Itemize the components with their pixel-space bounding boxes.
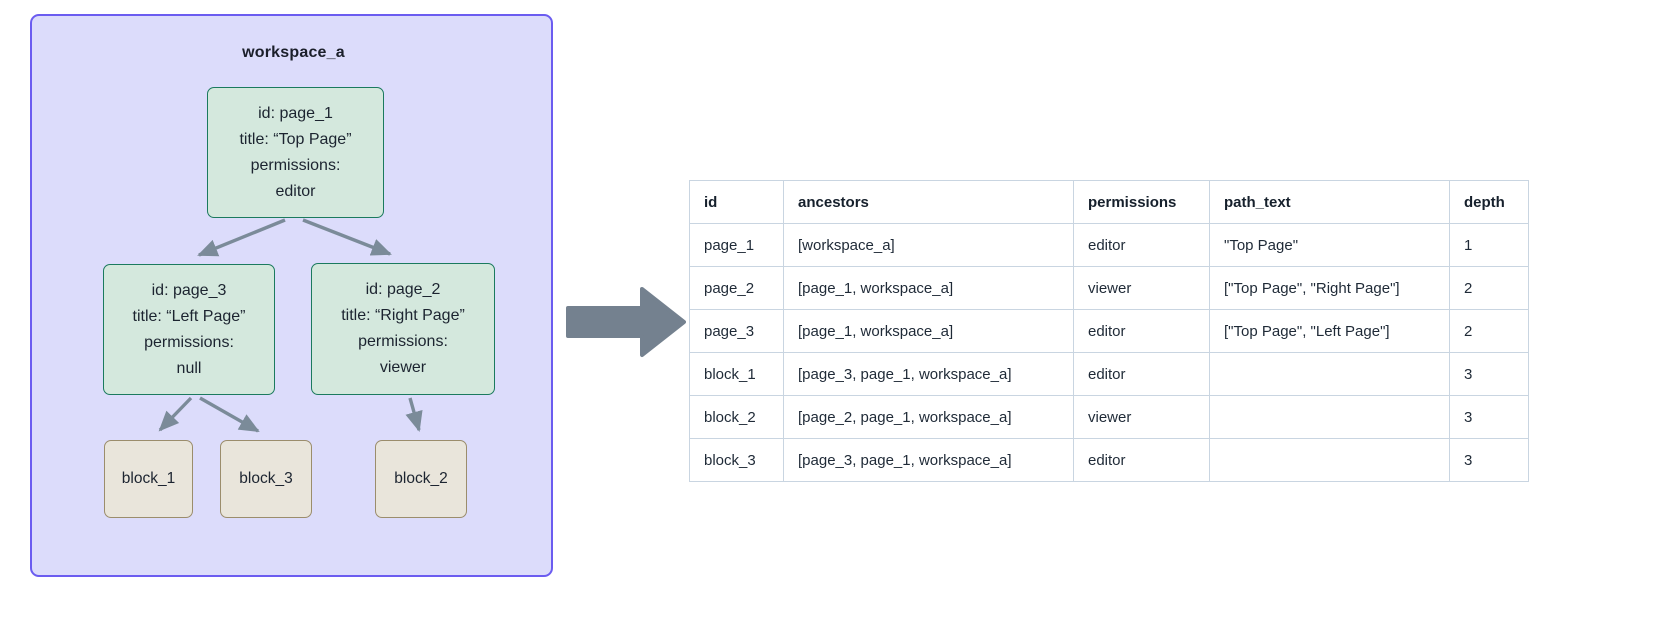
- node-page-2-title: title: “Right Page”: [341, 307, 465, 324]
- node-block-2-label: block_2: [394, 470, 448, 487]
- cell-path-text: [1209, 395, 1450, 439]
- table-row[interactable]: page_1 [workspace_a] editor "Top Page" 1: [689, 223, 1529, 267]
- cell-permissions: editor: [1073, 352, 1210, 396]
- cell-path-text: ["Top Page", "Left Page"]: [1209, 309, 1450, 353]
- table-row[interactable]: block_1 [page_3, page_1, workspace_a] ed…: [689, 352, 1529, 396]
- cell-permissions: viewer: [1073, 266, 1210, 310]
- results-table: id ancestors permissions path_text depth…: [689, 180, 1529, 482]
- column-header-id: id: [689, 180, 784, 224]
- table-row[interactable]: block_3 [page_3, page_1, workspace_a] ed…: [689, 438, 1529, 482]
- column-header-path-text: path_text: [1209, 180, 1450, 224]
- node-page-3-permissions-label: permissions:: [144, 333, 234, 351]
- node-page-2[interactable]: id: page_2 title: “Right Page” permissio…: [311, 263, 495, 395]
- node-page-3-title: title: “Left Page”: [132, 307, 246, 325]
- node-block-1[interactable]: block_1: [104, 440, 193, 518]
- node-page-1-permissions-value: editor: [275, 182, 316, 200]
- cell-ancestors: [page_3, page_1, workspace_a]: [783, 438, 1074, 482]
- table-row[interactable]: page_3 [page_1, workspace_a] editor ["To…: [689, 309, 1529, 353]
- cell-permissions: editor: [1073, 309, 1210, 353]
- table-header-row: id ancestors permissions path_text depth: [689, 180, 1529, 224]
- cell-depth: 2: [1449, 266, 1529, 310]
- cell-id: block_2: [689, 395, 784, 439]
- cell-ancestors: [workspace_a]: [783, 223, 1074, 267]
- cell-ancestors: [page_1, workspace_a]: [783, 266, 1074, 310]
- node-page-2-permissions-label: permissions:: [358, 333, 448, 350]
- node-block-2[interactable]: block_2: [375, 440, 467, 518]
- cell-id: block_1: [689, 352, 784, 396]
- cell-permissions: viewer: [1073, 395, 1210, 439]
- cell-id: block_3: [689, 438, 784, 482]
- transition-arrow-icon: [566, 287, 686, 357]
- node-page-3-permissions-value: null: [176, 359, 202, 377]
- table-row[interactable]: page_2 [page_1, workspace_a] viewer ["To…: [689, 266, 1529, 310]
- table-row[interactable]: block_2 [page_2, page_1, workspace_a] vi…: [689, 395, 1529, 439]
- node-page-1-permissions-label: permissions:: [250, 156, 341, 174]
- cell-id: page_3: [689, 309, 784, 353]
- cell-depth: 3: [1449, 438, 1529, 482]
- cell-path-text: ["Top Page", "Right Page"]: [1209, 266, 1450, 310]
- cell-permissions: editor: [1073, 438, 1210, 482]
- cell-ancestors: [page_3, page_1, workspace_a]: [783, 352, 1074, 396]
- node-page-3-id: id: page_3: [151, 281, 227, 299]
- node-page-1-title: title: “Top Page”: [239, 130, 352, 148]
- node-block-1-label: block_1: [121, 470, 176, 487]
- cell-ancestors: [page_2, page_1, workspace_a]: [783, 395, 1074, 439]
- results-table-wrapper: id ancestors permissions path_text depth…: [689, 180, 1529, 482]
- cell-depth: 3: [1449, 395, 1529, 439]
- cell-path-text: [1209, 352, 1450, 396]
- node-page-2-id: id: page_2: [365, 281, 441, 298]
- column-header-permissions: permissions: [1073, 180, 1210, 224]
- node-block-3-label: block_3: [239, 470, 293, 487]
- cell-depth: 2: [1449, 309, 1529, 353]
- cell-path-text: [1209, 438, 1450, 482]
- node-page-1-id: id: page_1: [258, 104, 333, 122]
- column-header-depth: depth: [1449, 180, 1529, 224]
- column-header-ancestors: ancestors: [783, 180, 1074, 224]
- cell-depth: 3: [1449, 352, 1529, 396]
- cell-id: page_2: [689, 266, 784, 310]
- cell-path-text: "Top Page": [1209, 223, 1450, 267]
- cell-depth: 1: [1449, 223, 1529, 267]
- node-page-1[interactable]: id: page_1 title: “Top Page” permissions…: [207, 87, 384, 218]
- cell-id: page_1: [689, 223, 784, 267]
- node-block-3[interactable]: block_3: [220, 440, 312, 518]
- workspace-title: workspace_a: [242, 44, 345, 61]
- cell-ancestors: [page_1, workspace_a]: [783, 309, 1074, 353]
- node-page-2-permissions-value: viewer: [379, 359, 427, 376]
- node-page-3[interactable]: id: page_3 title: “Left Page” permission…: [103, 264, 275, 395]
- cell-permissions: editor: [1073, 223, 1210, 267]
